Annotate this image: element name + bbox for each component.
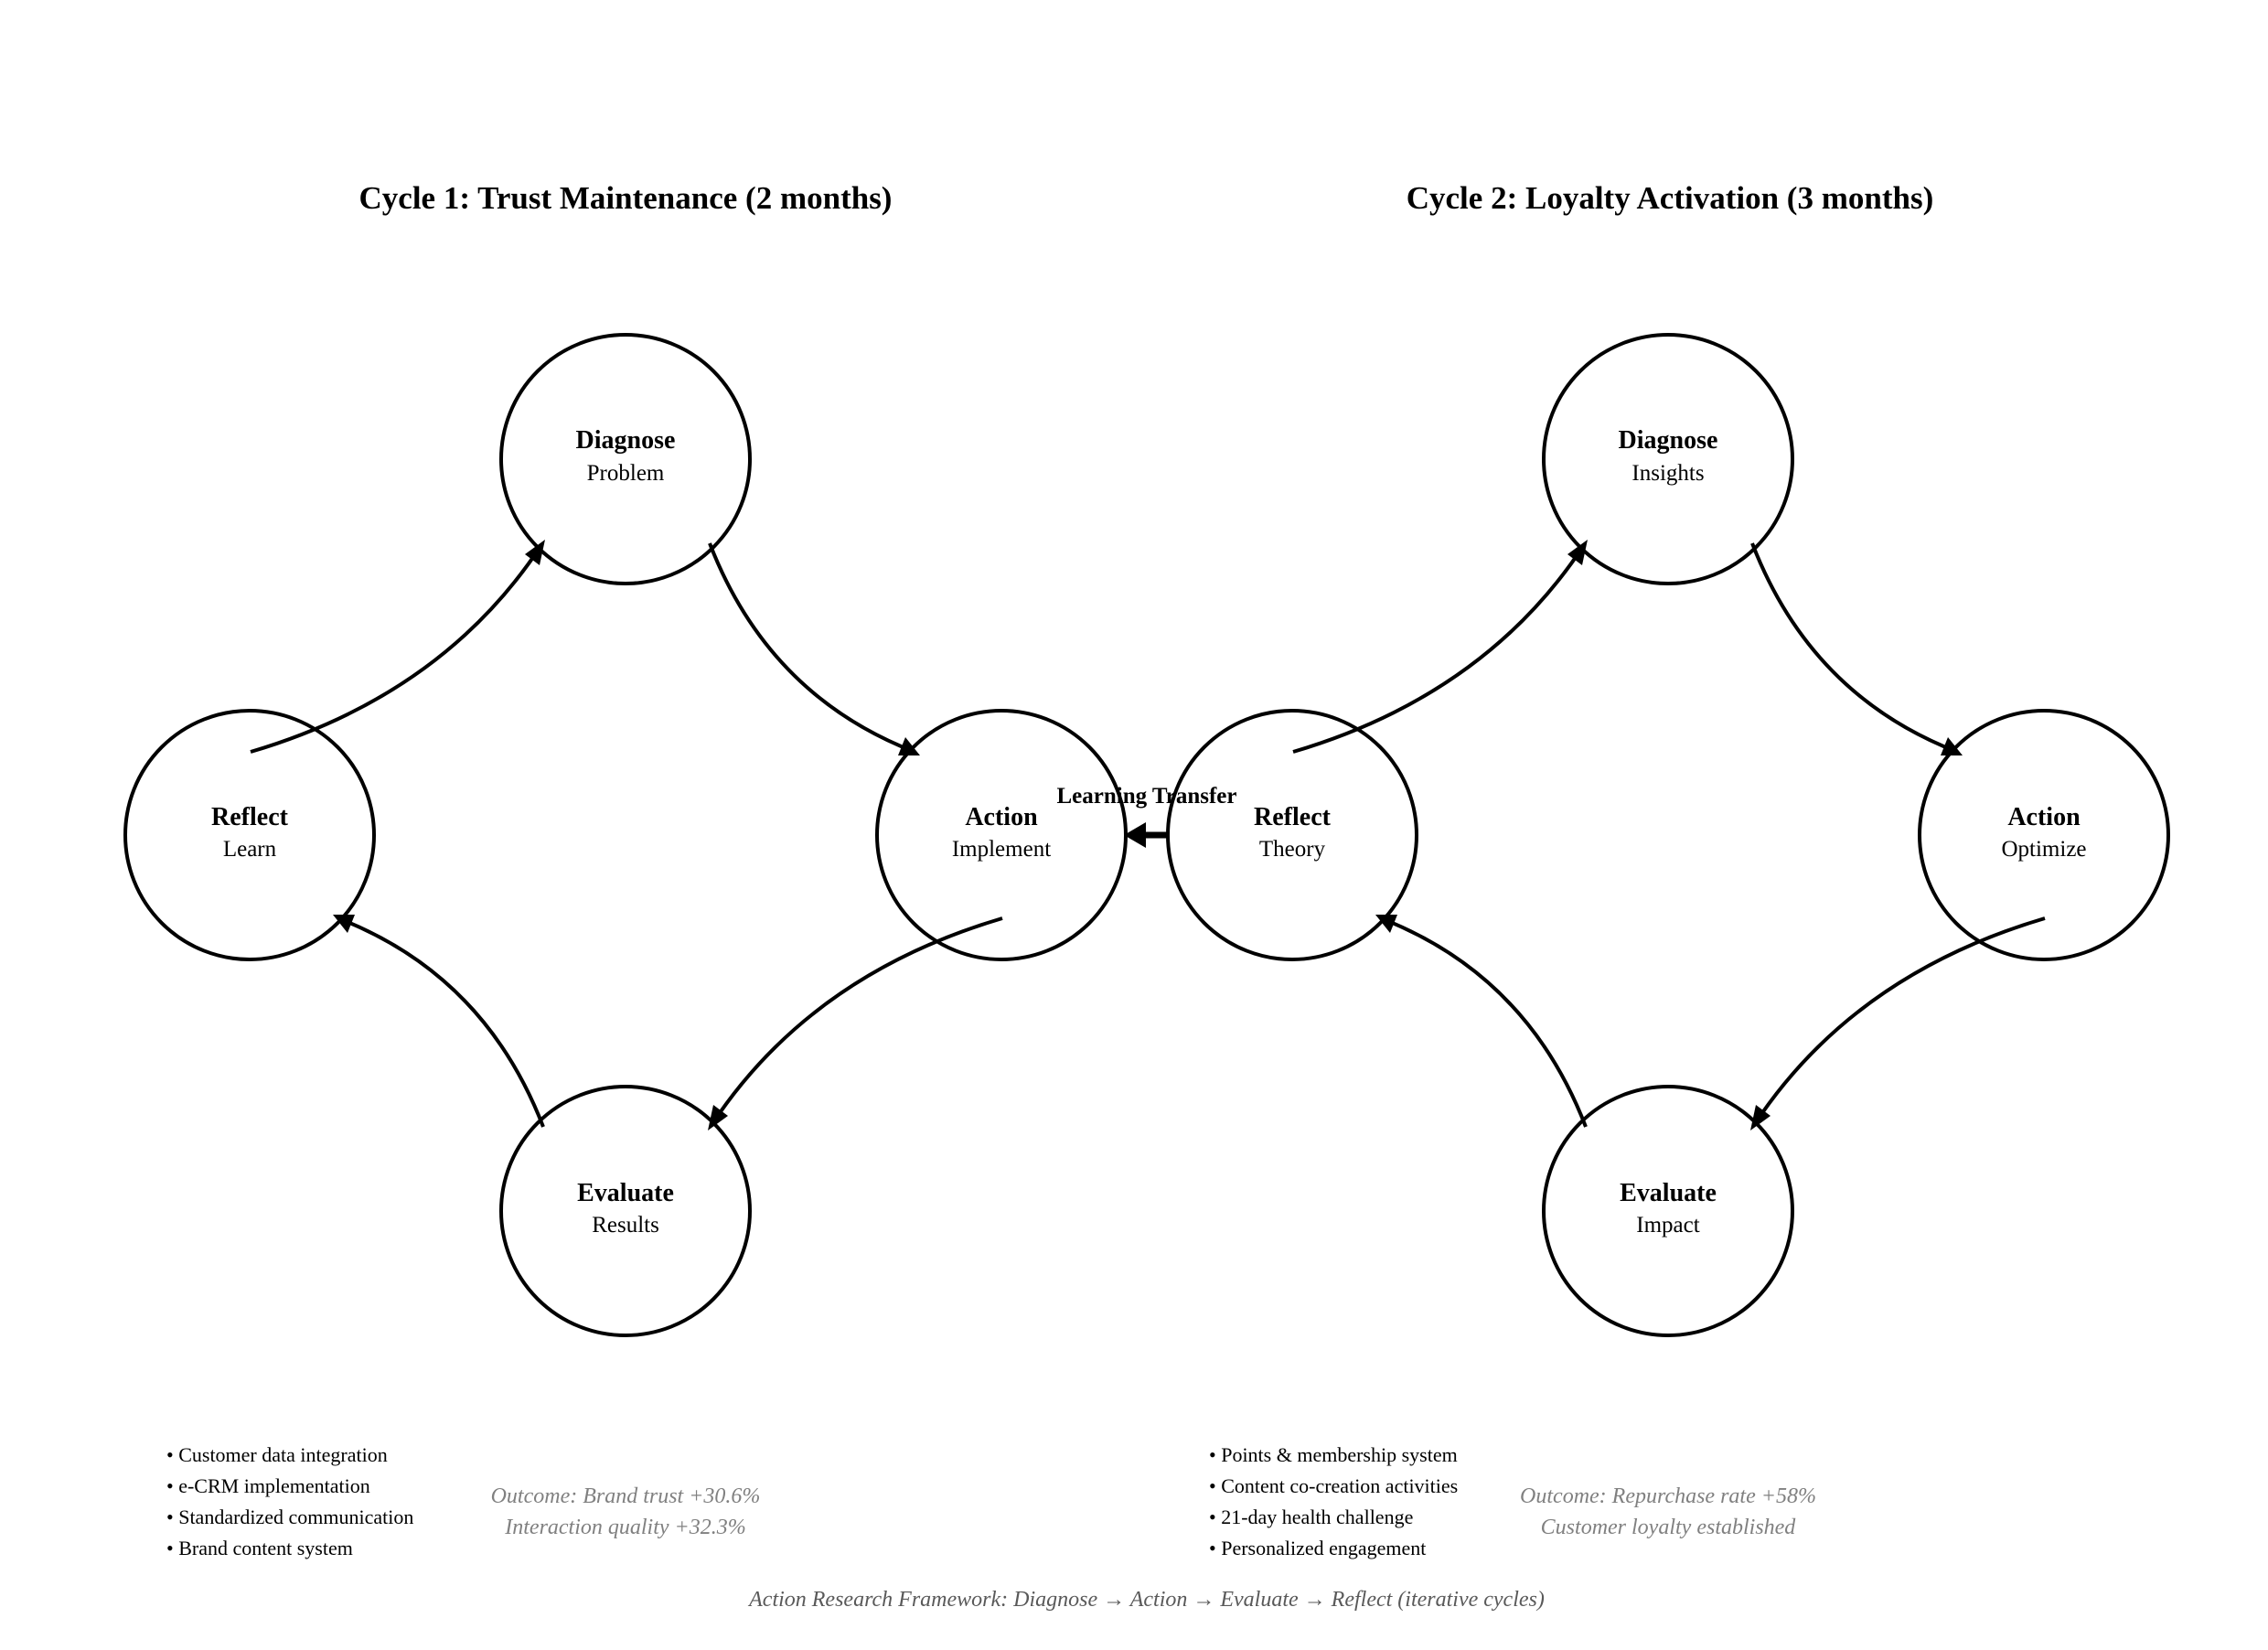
node-subtitle: Theory: [1259, 837, 1326, 862]
outcome-line: Customer loyalty established: [1541, 1516, 1797, 1539]
activity-item: • Points & membership system: [1209, 1443, 1458, 1466]
arrow-diagnose-to-action-c2: [1750, 542, 1958, 754]
activity-item: • Personalized engagement: [1209, 1537, 1426, 1559]
node-subtitle: Results: [592, 1213, 659, 1238]
node-title: Reflect: [211, 803, 289, 831]
cycle2-node-diagnose: Diagnose Insights: [1542, 333, 1794, 585]
cycle2-activities: • Points & membership system • Content c…: [1209, 1443, 1458, 1559]
arrow-diagnose-to-action-c1: [708, 542, 915, 754]
node-title: Diagnose: [1619, 426, 1718, 455]
activity-item: • e-CRM implementation: [166, 1474, 370, 1497]
node-title: Evaluate: [577, 1179, 674, 1207]
activity-item: • 21-day health challenge: [1209, 1505, 1413, 1528]
node-circle: [1542, 333, 1794, 585]
node-circle: [1918, 709, 2170, 961]
node-circle: [499, 1085, 752, 1337]
cycle1-outcome: Outcome: Brand trust +30.6% Interaction …: [491, 1484, 761, 1539]
framework-caption: Action Research Framework: Diagnose → Ac…: [747, 1588, 1545, 1612]
cycle2-node-action: Action Optimize: [1918, 709, 2170, 961]
cycle2-node-reflect: Reflect Theory: [1166, 709, 1418, 961]
node-subtitle: Optimize: [2001, 837, 2086, 862]
cycle2-outcome: Outcome: Repurchase rate +58% Customer l…: [1520, 1484, 1816, 1539]
node-subtitle: Learn: [223, 837, 277, 862]
node-subtitle: Problem: [587, 461, 665, 486]
cycle2-node-evaluate: Evaluate Impact: [1542, 1085, 1794, 1337]
arrow-reflect-to-diagnose-c2: [1292, 543, 1586, 754]
activity-item: • Customer data integration: [166, 1443, 388, 1466]
transfer-arrowhead: [1124, 822, 1146, 848]
node-circle: [875, 709, 1128, 961]
node-subtitle: Impact: [1636, 1213, 1699, 1238]
outcome-line: Outcome: Brand trust +30.6%: [491, 1484, 761, 1508]
arrowhead-diagnose-c1: [525, 540, 545, 565]
arrow-evaluate-to-reflect-c1: [337, 916, 545, 1128]
node-subtitle: Insights: [1631, 461, 1704, 486]
cycle1-node-diagnose: Diagnose Problem: [499, 333, 752, 585]
arrow-action-to-evaluate-c2: [1752, 916, 2046, 1127]
arrow-evaluate-to-reflect-c2: [1380, 916, 1588, 1128]
cycle2-arrows: [1292, 540, 2046, 1130]
node-title: Diagnose: [576, 426, 676, 455]
node-circle: [499, 333, 752, 585]
arrowhead-action-c2: [1941, 737, 1963, 755]
arrowhead-reflect-c1: [333, 915, 355, 933]
cycle1-arrows: [250, 540, 1003, 1130]
cycle1-node-reflect: Reflect Learn: [123, 709, 376, 961]
cycle1-node-evaluate: Evaluate Results: [499, 1085, 752, 1337]
activity-item: • Content co-creation activities: [1209, 1474, 1458, 1497]
activity-item: • Standardized communication: [166, 1505, 413, 1528]
arrowhead-action-c1: [898, 737, 920, 755]
cycle1-title: Cycle 1: Trust Maintenance (2 months): [359, 180, 893, 216]
outcome-line: Interaction quality +32.3%: [504, 1516, 745, 1539]
arrowhead-diagnose-c2: [1567, 540, 1588, 565]
node-title: Reflect: [1254, 803, 1332, 831]
node-circle: [123, 709, 376, 961]
outcome-line: Outcome: Repurchase rate +58%: [1520, 1484, 1816, 1508]
node-title: Evaluate: [1620, 1179, 1717, 1207]
arrowhead-reflect-c2: [1375, 915, 1397, 933]
cycle2-title: Cycle 2: Loyalty Activation (3 months): [1407, 180, 1933, 216]
cycle1-node-action: Action Implement: [875, 709, 1128, 961]
node-circle: [1542, 1085, 1794, 1337]
node-circle: [1166, 709, 1418, 961]
node-subtitle: Implement: [952, 837, 1051, 862]
cycle1-activities: • Customer data integration • e-CRM impl…: [166, 1443, 413, 1559]
node-title: Action: [2007, 803, 2081, 831]
node-title: Action: [965, 803, 1038, 831]
activity-item: • Brand content system: [166, 1537, 353, 1559]
learning-transfer-label: Learning Transfer: [1057, 784, 1237, 809]
arrow-reflect-to-diagnose-c1: [250, 543, 543, 754]
learning-transfer-connector: Learning Transfer: [1057, 784, 1237, 848]
arrow-action-to-evaluate-c1: [710, 916, 1003, 1127]
